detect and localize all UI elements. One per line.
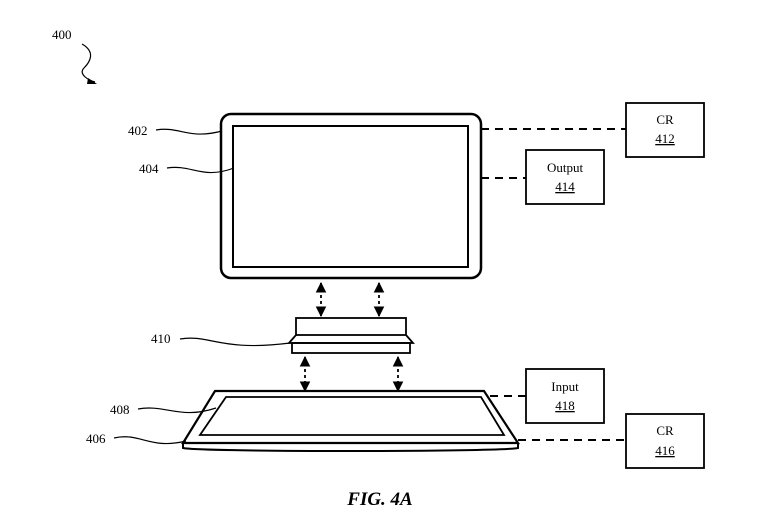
output-414-label: Output <box>547 160 584 175</box>
cr-416-number: 416 <box>655 443 675 458</box>
ref-404-leader <box>166 166 235 174</box>
input-418-box <box>525 368 605 424</box>
cr-416-box <box>625 413 705 469</box>
connector-410 <box>287 317 415 354</box>
monitor-screen <box>232 125 469 268</box>
ref-404-label: 404 <box>139 161 159 176</box>
output-414-box <box>525 149 605 205</box>
output-414-number: 414 <box>555 179 575 194</box>
cr-416-label: CR <box>656 423 674 438</box>
ref-406-leader <box>113 436 187 445</box>
figure-caption: FIG. 4A <box>346 489 412 510</box>
cr-412-label: CR <box>656 112 674 127</box>
ref-408-leader <box>137 407 217 414</box>
ref-400-leader <box>81 43 96 83</box>
ref-410-label: 410 <box>151 331 171 346</box>
ref-402-label: 402 <box>128 123 148 138</box>
cr-412-number: 412 <box>655 131 675 146</box>
monitor-bezel <box>219 112 483 280</box>
ref-400-arrowhead <box>87 78 97 84</box>
input-418-number: 418 <box>555 398 575 413</box>
keyboard-base <box>181 389 521 452</box>
input-418-label: Input <box>551 379 579 394</box>
ref-400-label: 400 <box>52 27 72 42</box>
ref-406-label: 406 <box>86 431 106 446</box>
ref-402-leader <box>155 128 223 135</box>
ref-408-label: 408 <box>110 402 130 417</box>
ref-410-leader <box>179 337 291 347</box>
